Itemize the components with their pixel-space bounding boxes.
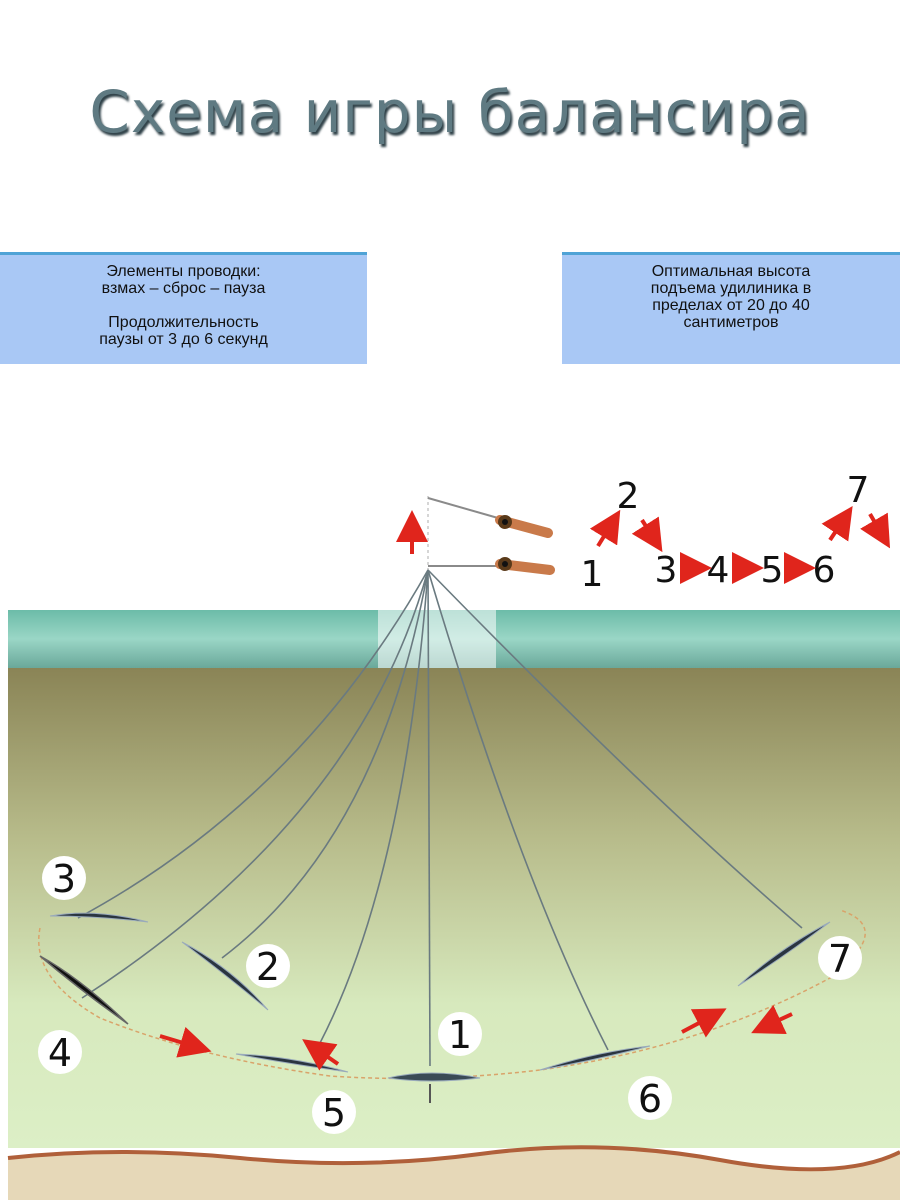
lure-7 [737, 921, 831, 987]
sequence-step-7: 7 [847, 470, 870, 511]
position-label-3: 3 [52, 857, 76, 901]
position-label-7: 7 [828, 937, 852, 981]
box-left-line4: паузы от 3 до 6 секунд [99, 331, 268, 348]
sequence-arrow-7 [860, 512, 891, 549]
lure-4 [39, 955, 129, 1025]
box-right-line4: сантиметров [683, 314, 779, 331]
sky-area [8, 458, 900, 610]
sequence-step-1: 1 [581, 554, 604, 595]
reel-icon [495, 557, 555, 575]
position-label-2: 2 [256, 945, 280, 989]
position-label-5: 5 [322, 1091, 346, 1135]
sequence-step-3: 3 [655, 550, 678, 591]
box-right-line1: Оптимальная высота [651, 263, 811, 280]
lure-1 [387, 1072, 481, 1103]
sequence-step-4: 4 [707, 550, 730, 591]
rod-upper [427, 497, 506, 521]
lure-3 [49, 912, 149, 923]
position-label-6: 6 [638, 1077, 662, 1121]
water-body [8, 668, 900, 1148]
box-left-line2: взмах – сброс – пауза [101, 280, 266, 297]
position-label-1: 1 [448, 1013, 472, 1057]
reel-icon [495, 515, 553, 538]
position-labels: 1 2 3 4 5 6 7 [38, 856, 862, 1135]
balancer-play-diagram: 1 2 3 4 5 6 7 1 2 3 4 5 6 7 [7, 458, 900, 1200]
position-label-4: 4 [48, 1031, 72, 1075]
sequence-step-5: 5 [761, 550, 784, 591]
box-right-line3: пределах от 20 до 40 [652, 297, 810, 314]
page-title: Схема игры балансира [89, 78, 811, 146]
box-left-line3: Продолжительность [108, 314, 259, 331]
box-right-line2: подъема удилиника в [650, 280, 812, 297]
motion-arrows [159, 1005, 793, 1071]
fishing-lines [77, 569, 803, 1067]
box-left-line1: Элементы проводки: [106, 263, 261, 280]
lake-bottom [8, 1147, 900, 1200]
lure-2 [181, 941, 269, 1011]
sequence-step-2: 2 [617, 476, 640, 517]
sequence-arrow-6 [821, 506, 853, 542]
sequence-step-6: 6 [813, 550, 836, 591]
sequence-legend: 1 2 3 4 5 6 7 [581, 470, 891, 595]
rod-height-box: Оптимальная высота подъема удилиника в п… [562, 252, 900, 364]
sequence-arrow-1 [589, 509, 621, 548]
sequence-arrow-2 [631, 516, 663, 553]
technique-elements-box: Элементы проводки: взмах – сброс – пауза… [0, 252, 367, 364]
lure-6 [539, 1045, 651, 1071]
lake-bottom-line [7, 1145, 900, 1172]
